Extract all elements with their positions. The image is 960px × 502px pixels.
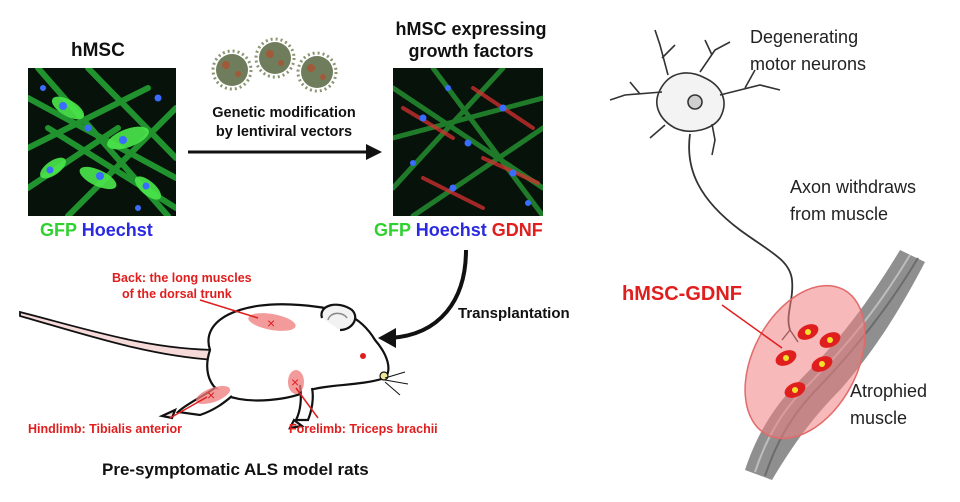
arrow-label-line1: Genetic modification <box>212 105 356 121</box>
axon-label: Axon withdraws from muscle <box>790 174 916 228</box>
transplantation-label: Transplantation <box>458 305 570 322</box>
atrophied-muscle-label-line2: muscle <box>850 408 908 428</box>
modification-arrow-icon <box>188 144 382 160</box>
back-annotation-line1: Back: the long muscles <box>112 271 252 285</box>
back-annotation: Back: the long muscles of the dorsal tru… <box>112 270 252 302</box>
caption-gfp-2: GFP <box>374 220 411 240</box>
growth-factor-title: hMSC expressing growth factors <box>383 18 559 62</box>
transplanted-cells <box>721 304 841 398</box>
rat-illustration <box>19 303 409 430</box>
svg-text:×: × <box>267 315 275 331</box>
axon-label-line2: from muscle <box>790 204 889 224</box>
growth-factor-caption: GFP Hoechst GDNF <box>374 220 543 241</box>
arrow-label: Genetic modification by lentiviral vecto… <box>200 104 368 142</box>
growth-factor-micrograph-cells <box>393 68 543 216</box>
hmsc-gdnf-label: hMSC-GDNF <box>622 283 742 305</box>
growth-factor-title-line2: growth factors <box>408 41 534 61</box>
arrow-label-line2: by lentiviral vectors <box>215 124 353 140</box>
svg-text:×: × <box>291 374 299 390</box>
motor-neuron-illustration <box>609 29 799 343</box>
degenerating-label-line2: motor neurons <box>750 54 867 74</box>
growth-factor-title-line1: hMSC expressing <box>395 19 547 39</box>
caption-gdnf: GDNF <box>491 220 543 240</box>
caption-hoechst-2: Hoechst <box>415 220 487 240</box>
hmsc-caption: GFP Hoechst <box>40 220 153 241</box>
svg-text:×: × <box>207 387 215 403</box>
atrophied-muscle-label-line1: Atrophied <box>850 381 928 401</box>
transplant-arrow-icon <box>378 249 468 348</box>
forelimb-annotation: Forelimb: Triceps brachii <box>289 422 438 436</box>
rat-caption: Pre-symptomatic ALS model rats <box>102 460 369 479</box>
hmsc-micrograph-cells <box>28 68 176 216</box>
degenerating-label-line1: Degenerating <box>750 27 859 47</box>
lentivirus-icon <box>211 37 338 93</box>
degenerating-label: Degenerating motor neurons <box>750 24 866 78</box>
hindlimb-annotation: Hindlimb: Tibialis anterior <box>28 422 182 436</box>
atrophied-muscle-label: Atrophied muscle <box>850 378 927 432</box>
hmsc-micrograph <box>28 68 176 216</box>
injection-sites: × × × <box>169 299 319 419</box>
axon-label-line1: Axon withdraws <box>790 177 917 197</box>
caption-hoechst: Hoechst <box>81 220 153 240</box>
back-annotation-line2: of the dorsal trunk <box>122 287 232 301</box>
muscle-illustration <box>744 250 925 480</box>
growth-factor-micrograph <box>393 68 543 216</box>
caption-gfp: GFP <box>40 220 77 240</box>
hmsc-title: hMSC <box>71 40 125 61</box>
